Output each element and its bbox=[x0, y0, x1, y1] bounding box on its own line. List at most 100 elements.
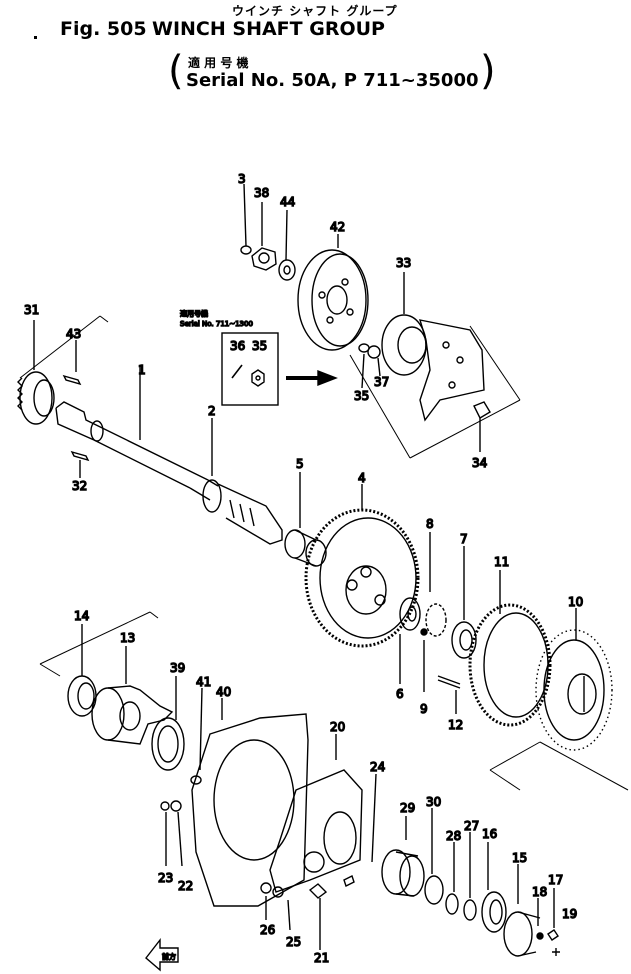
callout-27: 27 bbox=[464, 819, 479, 833]
callout-1: 1 bbox=[138, 363, 146, 377]
part-12-pin bbox=[437, 675, 461, 714]
callout-8: 8 bbox=[426, 517, 434, 531]
part-20-cover bbox=[269, 734, 363, 893]
part-29-hub bbox=[381, 816, 425, 897]
part-18-washer bbox=[536, 898, 544, 940]
lower-left-bracket-lines bbox=[39, 611, 159, 677]
callout-44: 44 bbox=[280, 195, 295, 209]
figure-title: WINCH SHAFT GROUP bbox=[152, 18, 385, 40]
part-34-bolt bbox=[473, 401, 491, 452]
callout-17: 17 bbox=[548, 873, 563, 887]
part-23-22-bolt-washer bbox=[160, 800, 183, 867]
callout-21: 21 bbox=[314, 951, 329, 965]
callout-19: 19 bbox=[562, 907, 577, 921]
header-dot bbox=[34, 36, 37, 39]
callout-35: 35 bbox=[354, 389, 369, 403]
part-6-washer bbox=[399, 597, 421, 684]
callout-38: 38 bbox=[254, 186, 269, 200]
part-3-bolt bbox=[240, 183, 252, 255]
part-30-ring bbox=[424, 808, 444, 905]
callout-33: 33 bbox=[396, 256, 411, 270]
front-mark-label: 前方 bbox=[162, 952, 176, 961]
callout-30: 30 bbox=[426, 795, 441, 809]
callout-10: 10 bbox=[568, 595, 583, 609]
part-32-key bbox=[70, 450, 90, 478]
inset-callout-36: 36 bbox=[230, 339, 245, 353]
part-7-nut bbox=[451, 546, 477, 659]
callout-24: 24 bbox=[370, 760, 385, 774]
part-10-disc bbox=[535, 608, 613, 751]
callout-7: 7 bbox=[460, 532, 468, 546]
callout-18: 18 bbox=[532, 885, 547, 899]
part-26-25-bolt bbox=[260, 882, 291, 931]
callout-32: 32 bbox=[72, 479, 87, 493]
callout-5: 5 bbox=[296, 457, 304, 471]
part-21-bolt bbox=[308, 883, 328, 950]
callout-39: 39 bbox=[170, 661, 185, 675]
callout-13: 13 bbox=[120, 631, 135, 645]
upper-group-bracket-lines bbox=[349, 325, 521, 459]
part-15-flange bbox=[503, 864, 541, 957]
part-41-bolt bbox=[190, 687, 203, 785]
callout-42: 42 bbox=[330, 220, 345, 234]
part-16-seal bbox=[481, 842, 507, 933]
callout-28: 28 bbox=[446, 829, 461, 843]
callout-41: 41 bbox=[196, 675, 211, 689]
callout-29: 29 bbox=[400, 801, 415, 815]
part-24-bolt bbox=[343, 773, 377, 887]
part-5-bushing bbox=[284, 472, 327, 567]
part-17-bolt bbox=[547, 888, 559, 941]
part-43-key bbox=[62, 340, 82, 386]
callout-34: 34 bbox=[472, 456, 487, 470]
callout-4: 4 bbox=[358, 471, 366, 485]
callout-11: 11 bbox=[494, 555, 509, 569]
callout-23: 23 bbox=[158, 871, 173, 885]
inset-serial: Serial No. 711~1300 bbox=[180, 320, 253, 328]
part-13-housing bbox=[91, 646, 174, 745]
callout-15: 15 bbox=[512, 851, 527, 865]
part-38-nut bbox=[251, 202, 277, 271]
callout-12: 12 bbox=[448, 718, 463, 732]
part-39-gasket bbox=[151, 676, 185, 771]
open-paren: ( bbox=[168, 48, 184, 94]
inset-callout-35: 35 bbox=[252, 339, 267, 353]
callout-6: 6 bbox=[396, 687, 404, 701]
callout-14: 14 bbox=[74, 609, 89, 623]
callout-43: 43 bbox=[66, 327, 81, 341]
part-42-drum-flange bbox=[297, 234, 369, 351]
part-14-seal bbox=[67, 624, 97, 717]
title-japanese: ウインチ シャフト グループ bbox=[232, 4, 398, 18]
applicable-models-label: 適 用 号 機 bbox=[188, 56, 249, 70]
part-28-ring bbox=[445, 842, 459, 915]
part-40-plate bbox=[191, 698, 309, 907]
part-31-gear bbox=[17, 320, 55, 425]
callout-2: 2 bbox=[208, 404, 216, 418]
callout-25: 25 bbox=[286, 935, 301, 949]
part-2-collar bbox=[202, 418, 283, 545]
inset-applicable-label: 適用号機 bbox=[180, 309, 208, 318]
part-35-37-nut-bolt bbox=[358, 343, 381, 389]
part-19-pin bbox=[552, 948, 560, 956]
right-bracket-lines bbox=[489, 741, 629, 791]
part-9-pin bbox=[420, 628, 428, 692]
callout-9: 9 bbox=[420, 702, 428, 716]
part-8-lockwasher bbox=[425, 532, 447, 637]
serial-range: Serial No. 50A, P 711~35000 bbox=[186, 70, 479, 91]
part-33-bracket bbox=[381, 272, 485, 422]
callout-26: 26 bbox=[260, 923, 275, 937]
callout-37: 37 bbox=[374, 375, 389, 389]
callout-22: 22 bbox=[178, 879, 193, 893]
callout-20: 20 bbox=[330, 720, 345, 734]
front-direction-icon bbox=[145, 937, 179, 972]
shaft-bracket-lines bbox=[19, 315, 109, 379]
callout-31: 31 bbox=[24, 303, 39, 317]
part-44-washer bbox=[278, 209, 296, 281]
callout-16: 16 bbox=[482, 827, 497, 841]
callout-3: 3 bbox=[238, 172, 246, 186]
part-11-ring-gear bbox=[468, 570, 552, 727]
part-27-ring bbox=[463, 832, 477, 921]
figure-number: Fig. 505 bbox=[60, 18, 147, 40]
inset-arrow-icon bbox=[286, 369, 338, 387]
inset-box bbox=[221, 332, 279, 406]
